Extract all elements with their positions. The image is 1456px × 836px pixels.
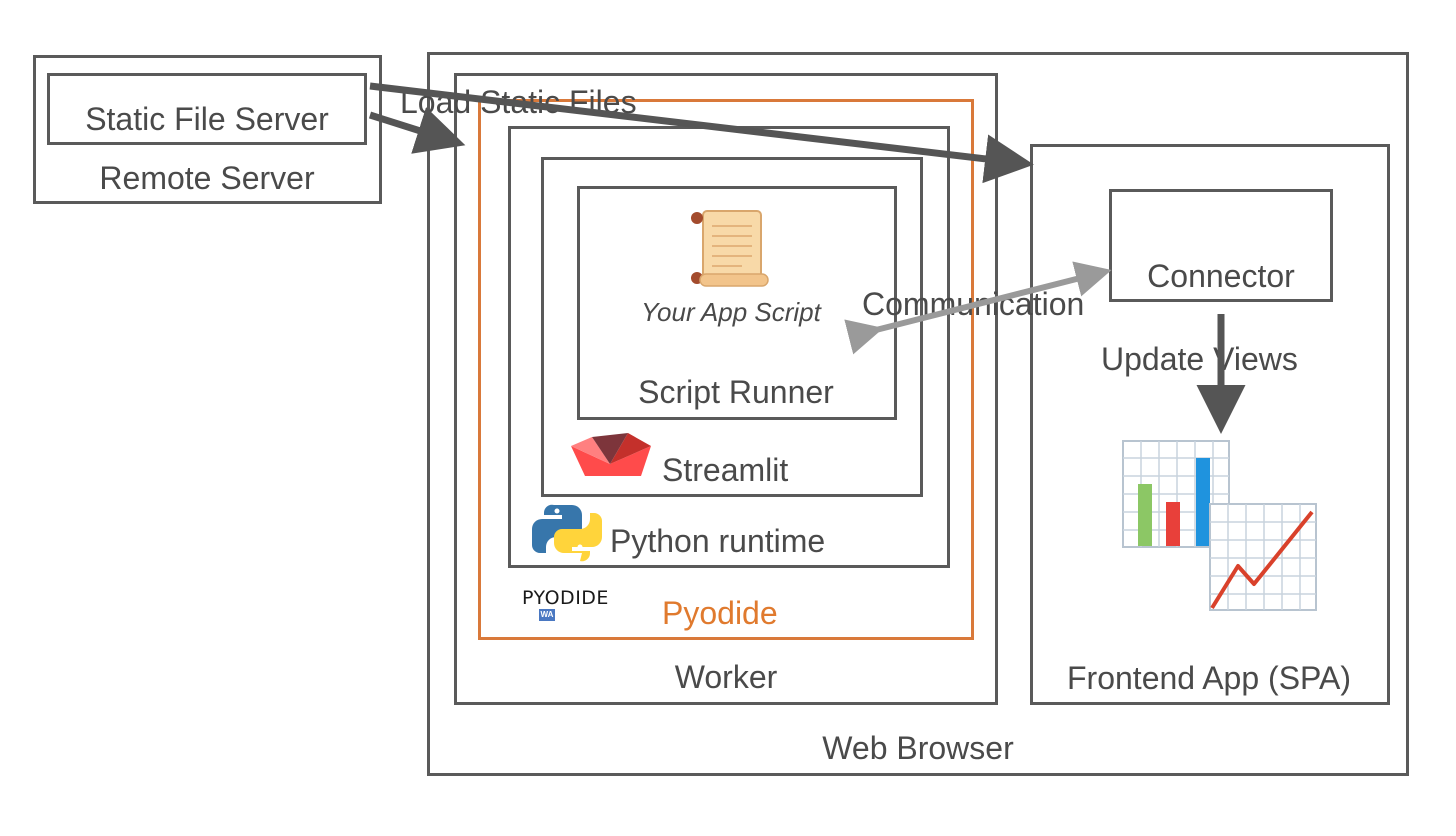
scroll-icon	[691, 210, 769, 287]
streamlit-icon	[571, 433, 651, 476]
web-browser-label: Web Browser	[822, 730, 1014, 766]
worker-box	[454, 73, 998, 705]
python-icon	[532, 504, 602, 562]
static-file-server-box	[47, 73, 367, 145]
your-app-script-label: Your App Script	[641, 297, 821, 327]
worker-label: Worker	[674, 659, 778, 695]
line-chart-icon	[1209, 503, 1317, 611]
script-runner-label: Script Runner	[638, 374, 834, 410]
frontend-app-label: Frontend App (SPA)	[1067, 660, 1351, 696]
connector-box	[1109, 189, 1333, 302]
streamlit-label: Streamlit	[662, 452, 789, 488]
connector-label: Connector	[1147, 258, 1295, 294]
frontend-app-box	[1030, 144, 1390, 705]
load-to-frontend-arrow	[369, 82, 1034, 184]
remote-server-box	[33, 55, 382, 204]
load-to-worker-arrow	[368, 107, 466, 154]
pyodide-wa-badge: WA	[539, 609, 555, 621]
communication-arrow	[844, 261, 1112, 355]
remote-server-label: Remote Server	[99, 160, 315, 196]
python-runtime-label: Python runtime	[610, 523, 826, 559]
pyodide-label: Pyodide	[662, 595, 778, 631]
static-file-server-label: Static File Server	[85, 101, 329, 137]
update-views-label: Update Views	[1101, 341, 1298, 377]
web-browser-box	[427, 52, 1409, 776]
pyodide-logo: PYODIDE	[522, 587, 609, 609]
pyodide-box	[478, 99, 974, 640]
